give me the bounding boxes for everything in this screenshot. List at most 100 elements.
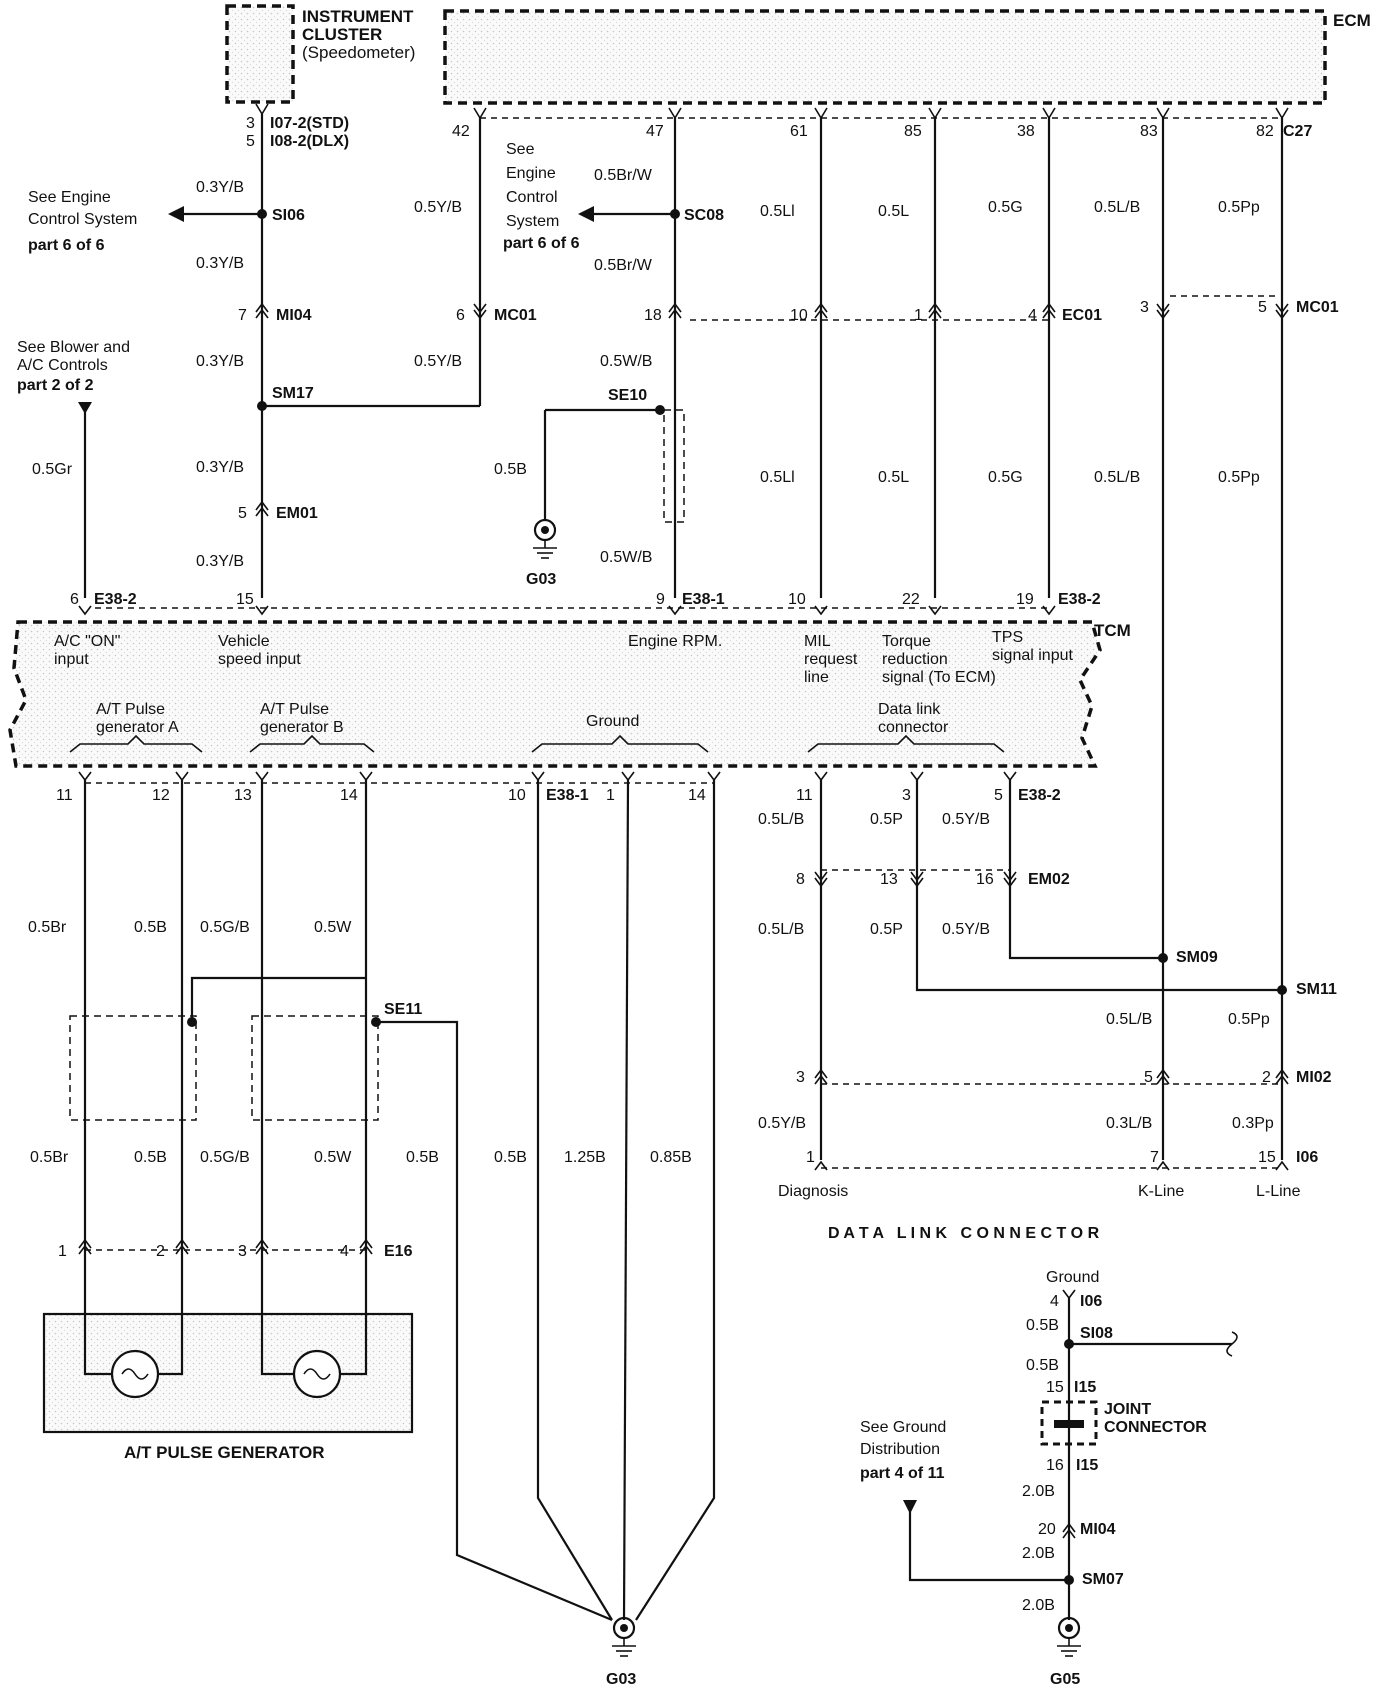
reference-text: Control [506, 189, 558, 206]
pin-label: 61 [790, 123, 808, 140]
ecm-box [443, 9, 1327, 105]
wire-color: 0.5B [406, 1149, 439, 1166]
pin-label: 2 [156, 1243, 165, 1260]
reference-text: Control System [28, 211, 137, 228]
tcm-signal: generator B [260, 719, 344, 736]
reference-text: See [506, 141, 535, 158]
splice-label: SE10 [608, 387, 647, 404]
pin-label: 10 [788, 591, 806, 608]
pin-label: 3 [902, 787, 911, 804]
wire-color: 0.5W/B [600, 549, 652, 566]
connector-label: MI04 [1080, 1521, 1116, 1538]
pin-label: 6 [456, 307, 465, 324]
joint-connector-label: JOINT [1104, 1401, 1151, 1418]
wire-color: 0.5Y/B [414, 199, 462, 216]
wire-color: 0.5G [988, 199, 1023, 216]
pin-label: 11 [56, 787, 73, 804]
tcm-box [8, 620, 1102, 768]
tcm-signal: TPS [992, 629, 1023, 646]
wire-color: 0.5Br [28, 919, 67, 936]
wire-color: 0.5Y/B [942, 921, 990, 938]
wire-color: 0.5Br [30, 1149, 69, 1166]
pin-label: 10 [790, 307, 808, 324]
pin-label: 85 [904, 123, 922, 140]
pin-label: 6 [70, 591, 79, 608]
pin-label: 5 [238, 505, 247, 522]
reference-text: See Blower and [17, 339, 130, 356]
pin-label: 5 [1144, 1069, 1153, 1086]
pin-label: 13 [234, 787, 252, 804]
splice-label: SM11 [1296, 981, 1337, 998]
connector-label: E38-1 [682, 591, 725, 608]
connector-label: C27 [1283, 123, 1312, 140]
connector-label: MI04 [276, 307, 312, 324]
pin-label: 20 [1038, 1521, 1056, 1538]
wire-color: 0.5G/B [200, 919, 250, 936]
wire-color: 2.0B [1022, 1483, 1055, 1500]
wire-color: 0.85B [650, 1149, 692, 1166]
wire-color: 0.5L/B [1106, 1011, 1152, 1028]
connector-label: I08-2(DLX) [270, 133, 349, 150]
wire-color: 0.5Y/B [414, 353, 462, 370]
pin-label: 14 [688, 787, 706, 804]
wire-color: 0.5B [1026, 1317, 1059, 1334]
dlc-pin-label: K-Line [1138, 1183, 1184, 1200]
wire-color: 0.5G [988, 469, 1023, 486]
tcm-label: TCM [1094, 621, 1131, 640]
wire-color: 0.5Br/W [594, 257, 653, 274]
pin-label: 1 [914, 307, 923, 324]
wire-color: 0.5Pp [1218, 199, 1260, 216]
ground-symbol [533, 518, 557, 559]
pin-label: 7 [1150, 1149, 1159, 1166]
wire-color: 0.3Pp [1232, 1115, 1274, 1132]
pin-label: 2 [1262, 1069, 1271, 1086]
wire-color: 0.5G/B [200, 1149, 250, 1166]
pin-label: 14 [340, 787, 358, 804]
pin-label: 5 [994, 787, 1003, 804]
dlc-pin-label: Diagnosis [778, 1183, 848, 1200]
dlc-title: D A T A L I N K C O N N E C T O R [828, 1225, 1100, 1242]
wire-color: 0.5W/B [600, 353, 652, 370]
splice-label: SI06 [272, 207, 305, 224]
wire-color: 0.3Y/B [196, 255, 244, 272]
joint-connector-label: CONNECTOR [1104, 1419, 1207, 1436]
pin-label: 42 [452, 123, 470, 140]
ecm-label: ECM [1333, 11, 1371, 30]
wire-color: 0.5B [134, 919, 167, 936]
tcm-signal: signal input [992, 647, 1074, 664]
pin-label: 22 [902, 591, 920, 608]
wire-color: 0.5L/B [758, 811, 804, 828]
splice-label: SM17 [272, 385, 314, 402]
ground-label: G03 [606, 1671, 636, 1688]
instrument-cluster-label: CLUSTER [302, 25, 382, 44]
wire-color: 0.5L [878, 203, 909, 220]
wire-color: 0.5L [878, 469, 909, 486]
tcm-signal: A/C "ON" [54, 633, 120, 650]
pin-label: 19 [1016, 591, 1034, 608]
wire-color: 2.0B [1022, 1545, 1055, 1562]
tcm-signal: generator A [96, 719, 179, 736]
pin-label: 5 [1258, 299, 1267, 316]
reference-text: See Ground [860, 1419, 946, 1436]
wire-color: 0.3Y/B [196, 553, 244, 570]
pin-label: 10 [508, 787, 526, 804]
pin-label: 1 [58, 1243, 67, 1260]
dlc-pin-label: Ground [1046, 1269, 1099, 1286]
pin-label: 18 [644, 307, 662, 324]
instrument-cluster-label: (Speedometer) [302, 43, 415, 62]
connector-label: I15 [1074, 1379, 1096, 1396]
pin-label: 3 [246, 115, 255, 132]
tcm-signal: A/T Pulse [260, 701, 329, 718]
dlc-pin-label: L-Line [1256, 1183, 1301, 1200]
tcm-signal: Engine RPM. [628, 633, 722, 650]
connector-label: MI02 [1296, 1069, 1332, 1086]
reference-text: part 4 of 11 [860, 1465, 945, 1482]
instrument-cluster-box [225, 4, 295, 104]
wire-color: 0.3L/B [1106, 1115, 1152, 1132]
tcm-signal: Torque [882, 633, 931, 650]
pin-label: 16 [1046, 1457, 1064, 1474]
wire-color: 0.5L/B [758, 921, 804, 938]
reference-text: Distribution [860, 1441, 940, 1458]
pin-label: 12 [152, 787, 170, 804]
